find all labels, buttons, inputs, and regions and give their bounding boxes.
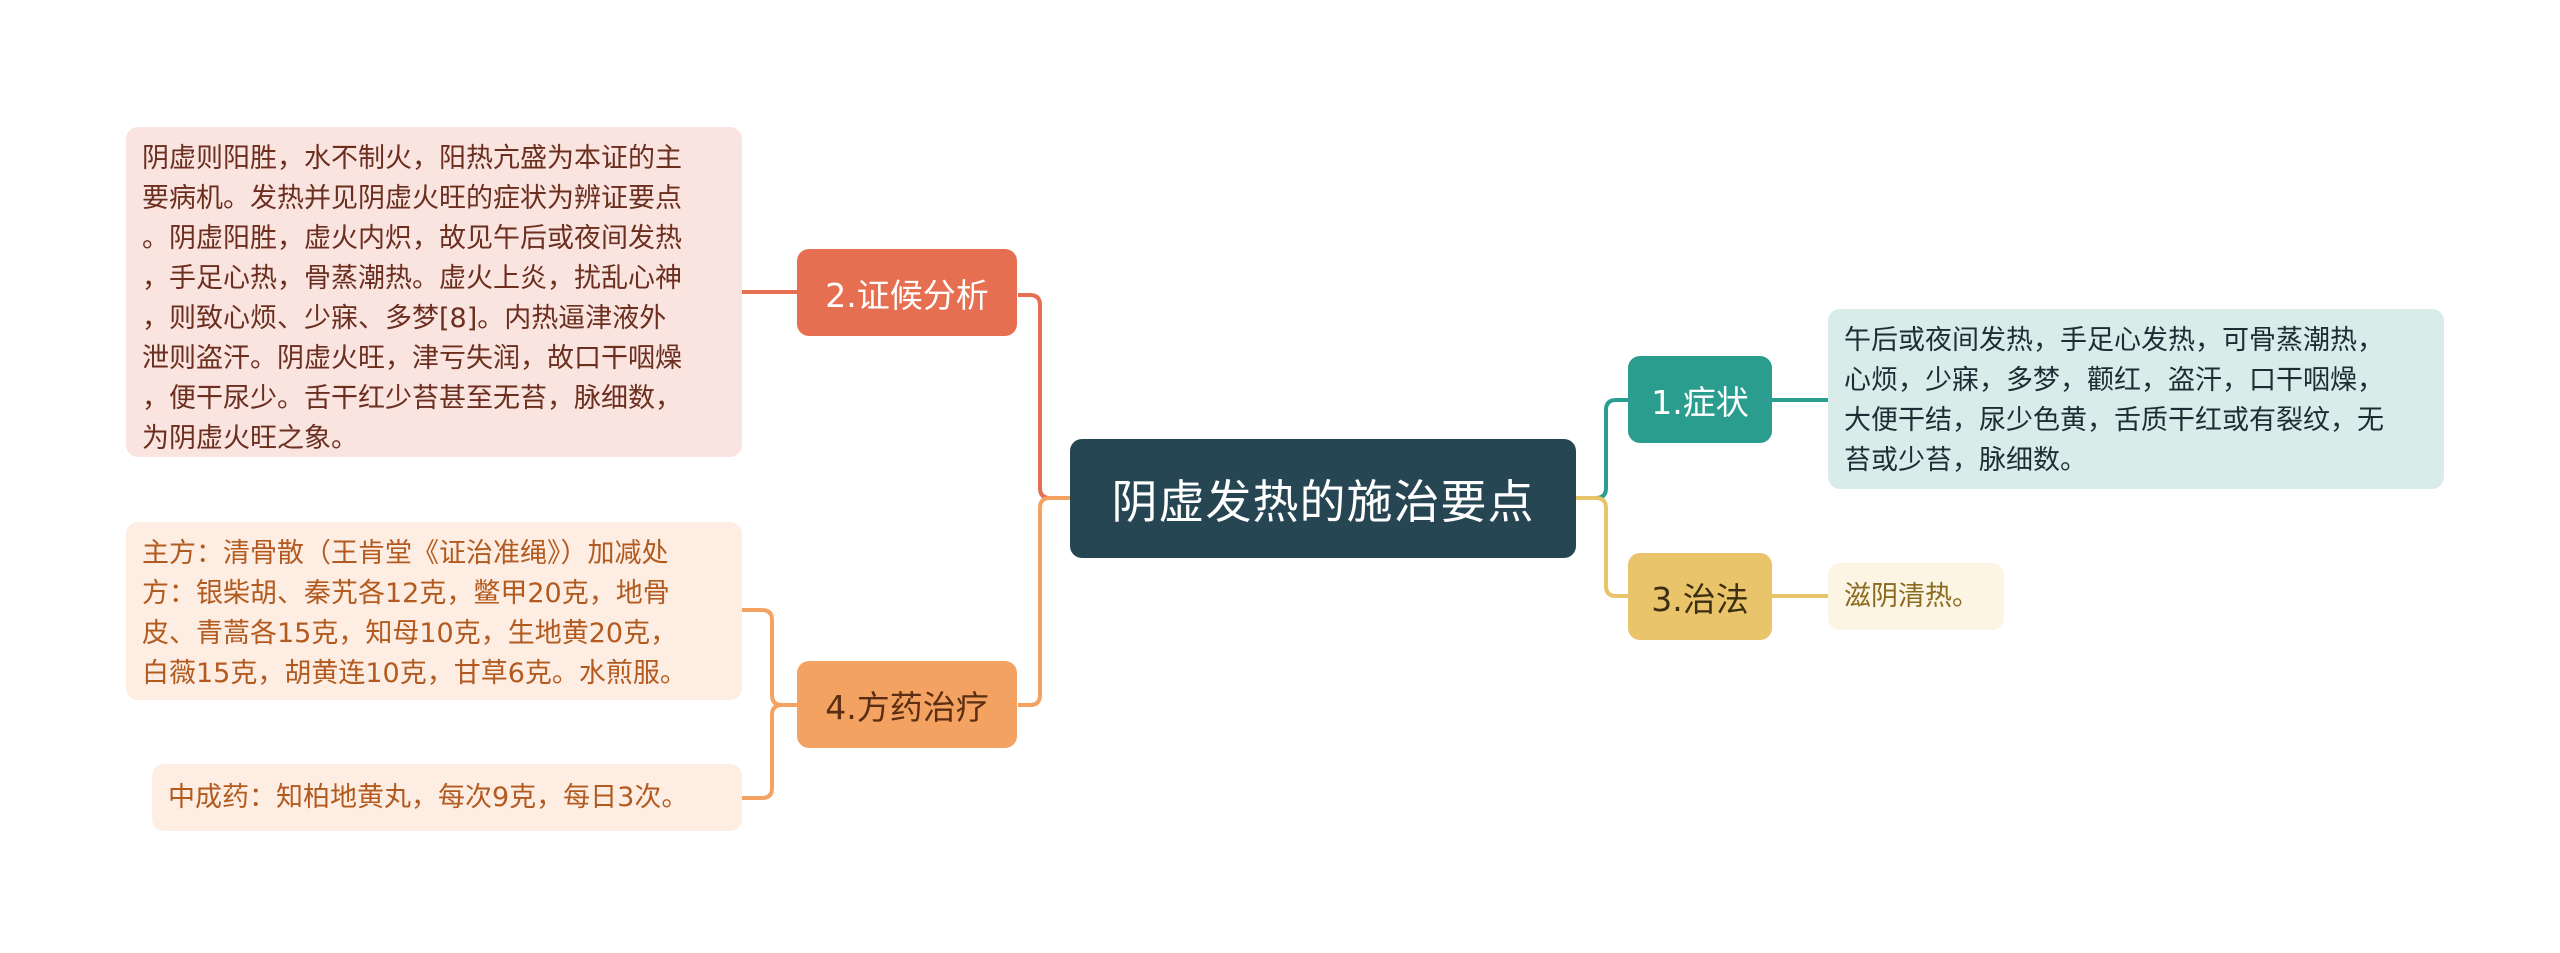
connector-root-symptoms (1576, 398, 1628, 500)
leaf-symptoms-line: 苔或少苔，脉细数。 (1844, 445, 2087, 476)
leaf-prescription-line: 主方：清骨散（王肯堂《证治准绳》）加减处 (142, 538, 669, 569)
branch-symptoms-label: 1.症状 (1651, 382, 1749, 422)
leaf-prescription-patent-text: 中成药：知柏地黄丸，每次9克，每日3次。 (168, 781, 689, 813)
branch-symptoms[interactable]: 1.症状 (1628, 356, 1772, 443)
connector-root-prescription (1018, 496, 1070, 707)
branch-analysis[interactable]: 2.证候分析 (797, 249, 1017, 336)
connector-root-analysis (1018, 293, 1070, 500)
leaf-analysis-line: 。阴虚阳胜，虚火内炽，故见午后或夜间发热 (142, 223, 682, 254)
leaf-analysis-line: 泄则盗汗。阴虚火旺，津亏失润，故口干咽燥 (142, 343, 682, 374)
leaf-analysis-line: ，手足心热，骨蒸潮热。虚火上炎，扰乱心神 (142, 263, 682, 294)
leaf-analysis-line: 阴虚则阳胜，水不制火，阳热亢盛为本证的主 (142, 143, 682, 174)
root-topic-title: 阴虚发热的施治要点 (1111, 474, 1535, 529)
leaf-treatment-text: 滋阴清热。 (1844, 580, 1979, 612)
leaf-analysis-line: 为阴虚火旺之象。 (142, 423, 358, 454)
leaf-analysis-line: ，则致心烦、少寐、多梦[8]。内热逼津液外 (142, 303, 667, 334)
leaf-analysis[interactable]: 阴虚则阳胜，水不制火，阳热亢盛为本证的主 要病机。发热并见阴虚火旺的症状为辨证要… (126, 127, 742, 457)
leaf-symptoms-line: 心烦，少寐，多梦，颧红，盗汗，口干咽燥， (1844, 365, 2384, 396)
leaf-symptoms-line: 大便干结，尿少色黄，舌质干红或有裂纹，无 (1844, 405, 2384, 436)
connector-prescription-leaf1 (742, 608, 797, 707)
branch-treatment[interactable]: 3.治法 (1628, 553, 1772, 640)
leaf-prescription-line: 皮、青蒿各15克，知母10克，生地黄20克， (142, 618, 678, 649)
branch-analysis-label: 2.证候分析 (825, 275, 989, 315)
leaf-prescription-line: 白薇15克，胡黄连10克，甘草6克。水煎服。 (142, 658, 687, 689)
leaf-analysis-line: ，便干尿少。舌干红少苔甚至无苔，脉细数， (142, 383, 682, 414)
root-topic[interactable]: 阴虚发热的施治要点 (1070, 439, 1576, 558)
leaf-prescription-main[interactable]: 主方：清骨散（王肯堂《证治准绳》）加减处 方：银柴胡、秦艽各12克，鳖甲20克，… (126, 522, 742, 700)
connector-root-treatment (1576, 496, 1628, 598)
branch-prescription[interactable]: 4.方药治疗 (797, 661, 1017, 748)
leaf-analysis-line: 要病机。发热并见阴虚火旺的症状为辨证要点 (142, 183, 682, 214)
leaf-prescription-line: 方：银柴胡、秦艽各12克，鳖甲20克，地骨 (142, 578, 670, 609)
branch-prescription-label: 4.方药治疗 (825, 687, 989, 727)
leaf-prescription-patent[interactable]: 中成药：知柏地黄丸，每次9克，每日3次。 (152, 764, 742, 831)
leaf-symptoms[interactable]: 午后或夜间发热，手足心发热，可骨蒸潮热， 心烦，少寐，多梦，颧红，盗汗，口干咽燥… (1828, 309, 2444, 489)
branch-treatment-label: 3.治法 (1651, 579, 1749, 619)
connector-prescription-leaf2 (742, 703, 797, 800)
leaf-treatment[interactable]: 滋阴清热。 (1828, 563, 2004, 630)
leaf-symptoms-line: 午后或夜间发热，手足心发热，可骨蒸潮热， (1844, 325, 2384, 356)
